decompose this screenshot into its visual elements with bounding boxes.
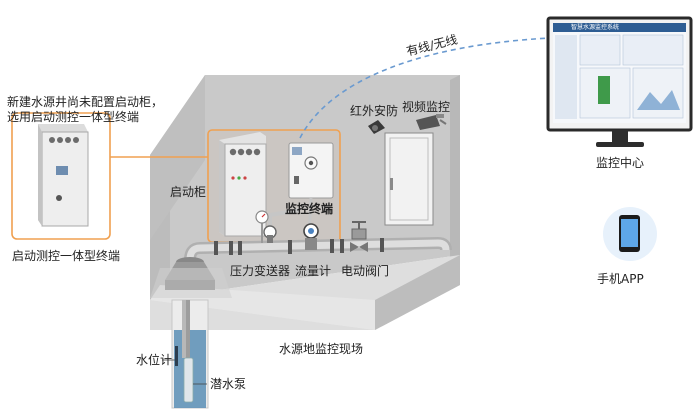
monitor-terminal — [288, 142, 334, 199]
well-shaft — [171, 299, 209, 409]
pipes — [184, 197, 452, 261]
infrared-sensor-icon — [368, 120, 385, 134]
pressure-gauge — [255, 210, 269, 243]
flow-meter-label: 流量计 — [295, 264, 332, 278]
electric-valve — [350, 221, 368, 252]
video-label: 视频监控 — [402, 100, 451, 114]
monitoring-center-label: 监控中心 — [596, 156, 645, 170]
door — [384, 132, 434, 226]
start-cabinet-label: 启动柜 — [170, 185, 207, 199]
integrated-terminal-label: 启动测控一体型终端 — [12, 249, 121, 263]
mobile-app-label: 手机APP — [597, 272, 644, 286]
water-level-meter-label: 水位计 — [136, 353, 173, 367]
integrated-terminal-panel — [11, 112, 111, 240]
infrared-label: 红外安防 — [350, 104, 399, 118]
monitor-terminal-label: 监控终端 — [285, 202, 334, 216]
screen-title: 智慧水源监控系统 — [571, 24, 620, 31]
pipe-fittings — [214, 238, 384, 255]
note-text: 新建水源井尚未配置启动柜， 选用启动测控一体型终端 — [7, 95, 164, 124]
pressure-transmitter-label: 压力变送器 — [230, 264, 291, 278]
mobile-phone-icon — [603, 207, 657, 261]
electric-valve-label: 电动阀门 — [341, 264, 390, 278]
well-head — [150, 257, 232, 298]
site-label: 水源地监控现场 — [279, 342, 364, 356]
pressure-transmitter — [263, 225, 277, 243]
submersible-pump-label: 潜水泵 — [210, 377, 247, 391]
video-camera-icon — [416, 114, 447, 130]
monitoring-center-monitor — [546, 16, 693, 147]
flow-meter — [303, 223, 319, 250]
